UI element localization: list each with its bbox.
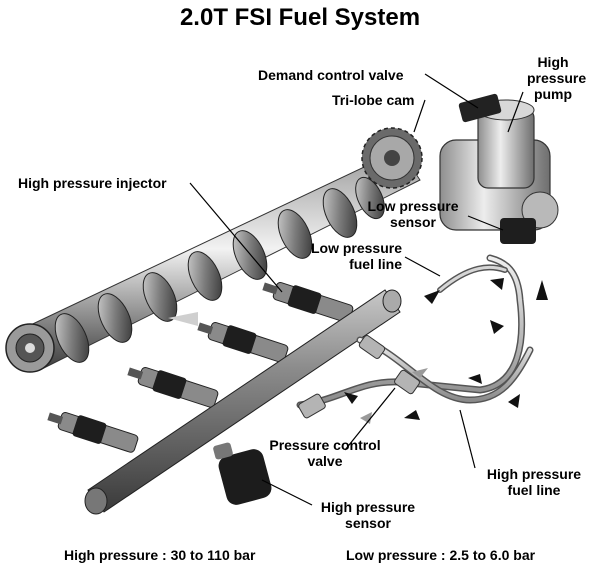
label-high-pressure-pump-line3: pump [533, 86, 573, 102]
high-pressure-sensor-part [213, 442, 272, 505]
label-high-pressure-fuel-line-line1: High pressure [486, 466, 582, 482]
high-pressure-pump [439, 93, 559, 244]
label-high-pressure-pump-line1: High [537, 54, 569, 70]
leader-lines [189, 73, 524, 506]
label-high-pressure-sensor-line2: sensor [345, 515, 391, 531]
label-high-pressure-sensor: High pressure sensor [312, 499, 424, 531]
fuel-lines [296, 254, 534, 419]
label-high-pressure-fuel-line-line2: fuel line [507, 482, 561, 498]
label-low-pressure-sensor-line2: sensor [390, 214, 436, 230]
label-low-pressure-fuel-line: Low pressure fuel line [290, 240, 402, 272]
fuel-rail [84, 289, 402, 515]
label-low-pressure-sensor-line1: Low pressure [367, 198, 459, 214]
label-tri-lobe-cam: Tri-lobe cam [332, 92, 415, 108]
label-high-pressure-fuel-line: High pressure fuel line [478, 466, 590, 498]
label-pressure-control-valve-line1: Pressure control [269, 437, 381, 453]
label-pressure-control-valve: Pressure control valve [250, 437, 400, 469]
label-high-pressure-sensor-line1: High pressure [320, 499, 416, 515]
label-low-pressure-fuel-line-line1: Low pressure [310, 240, 402, 256]
label-low-pressure-fuel-line-line2: fuel line [349, 256, 402, 272]
tri-lobe-cam [361, 127, 423, 189]
footer-low-pressure: Low pressure : 2.5 to 6.0 bar [346, 547, 536, 563]
label-demand-control-valve: Demand control valve [258, 67, 404, 83]
label-high-pressure-injector: High pressure injector [18, 175, 167, 191]
injectors [47, 281, 354, 453]
flow-arrows [344, 278, 548, 420]
diagram-title: 2.0T FSI Fuel System [179, 4, 421, 31]
camshaft [5, 149, 421, 373]
label-pressure-control-valve-line2: valve [307, 453, 343, 469]
footer-high-pressure: High pressure : 30 to 110 bar [64, 547, 256, 563]
label-low-pressure-sensor: Low pressure sensor [360, 198, 466, 230]
label-high-pressure-pump: High pressure pump [527, 54, 587, 102]
label-high-pressure-pump-line2: pressure [527, 70, 587, 86]
